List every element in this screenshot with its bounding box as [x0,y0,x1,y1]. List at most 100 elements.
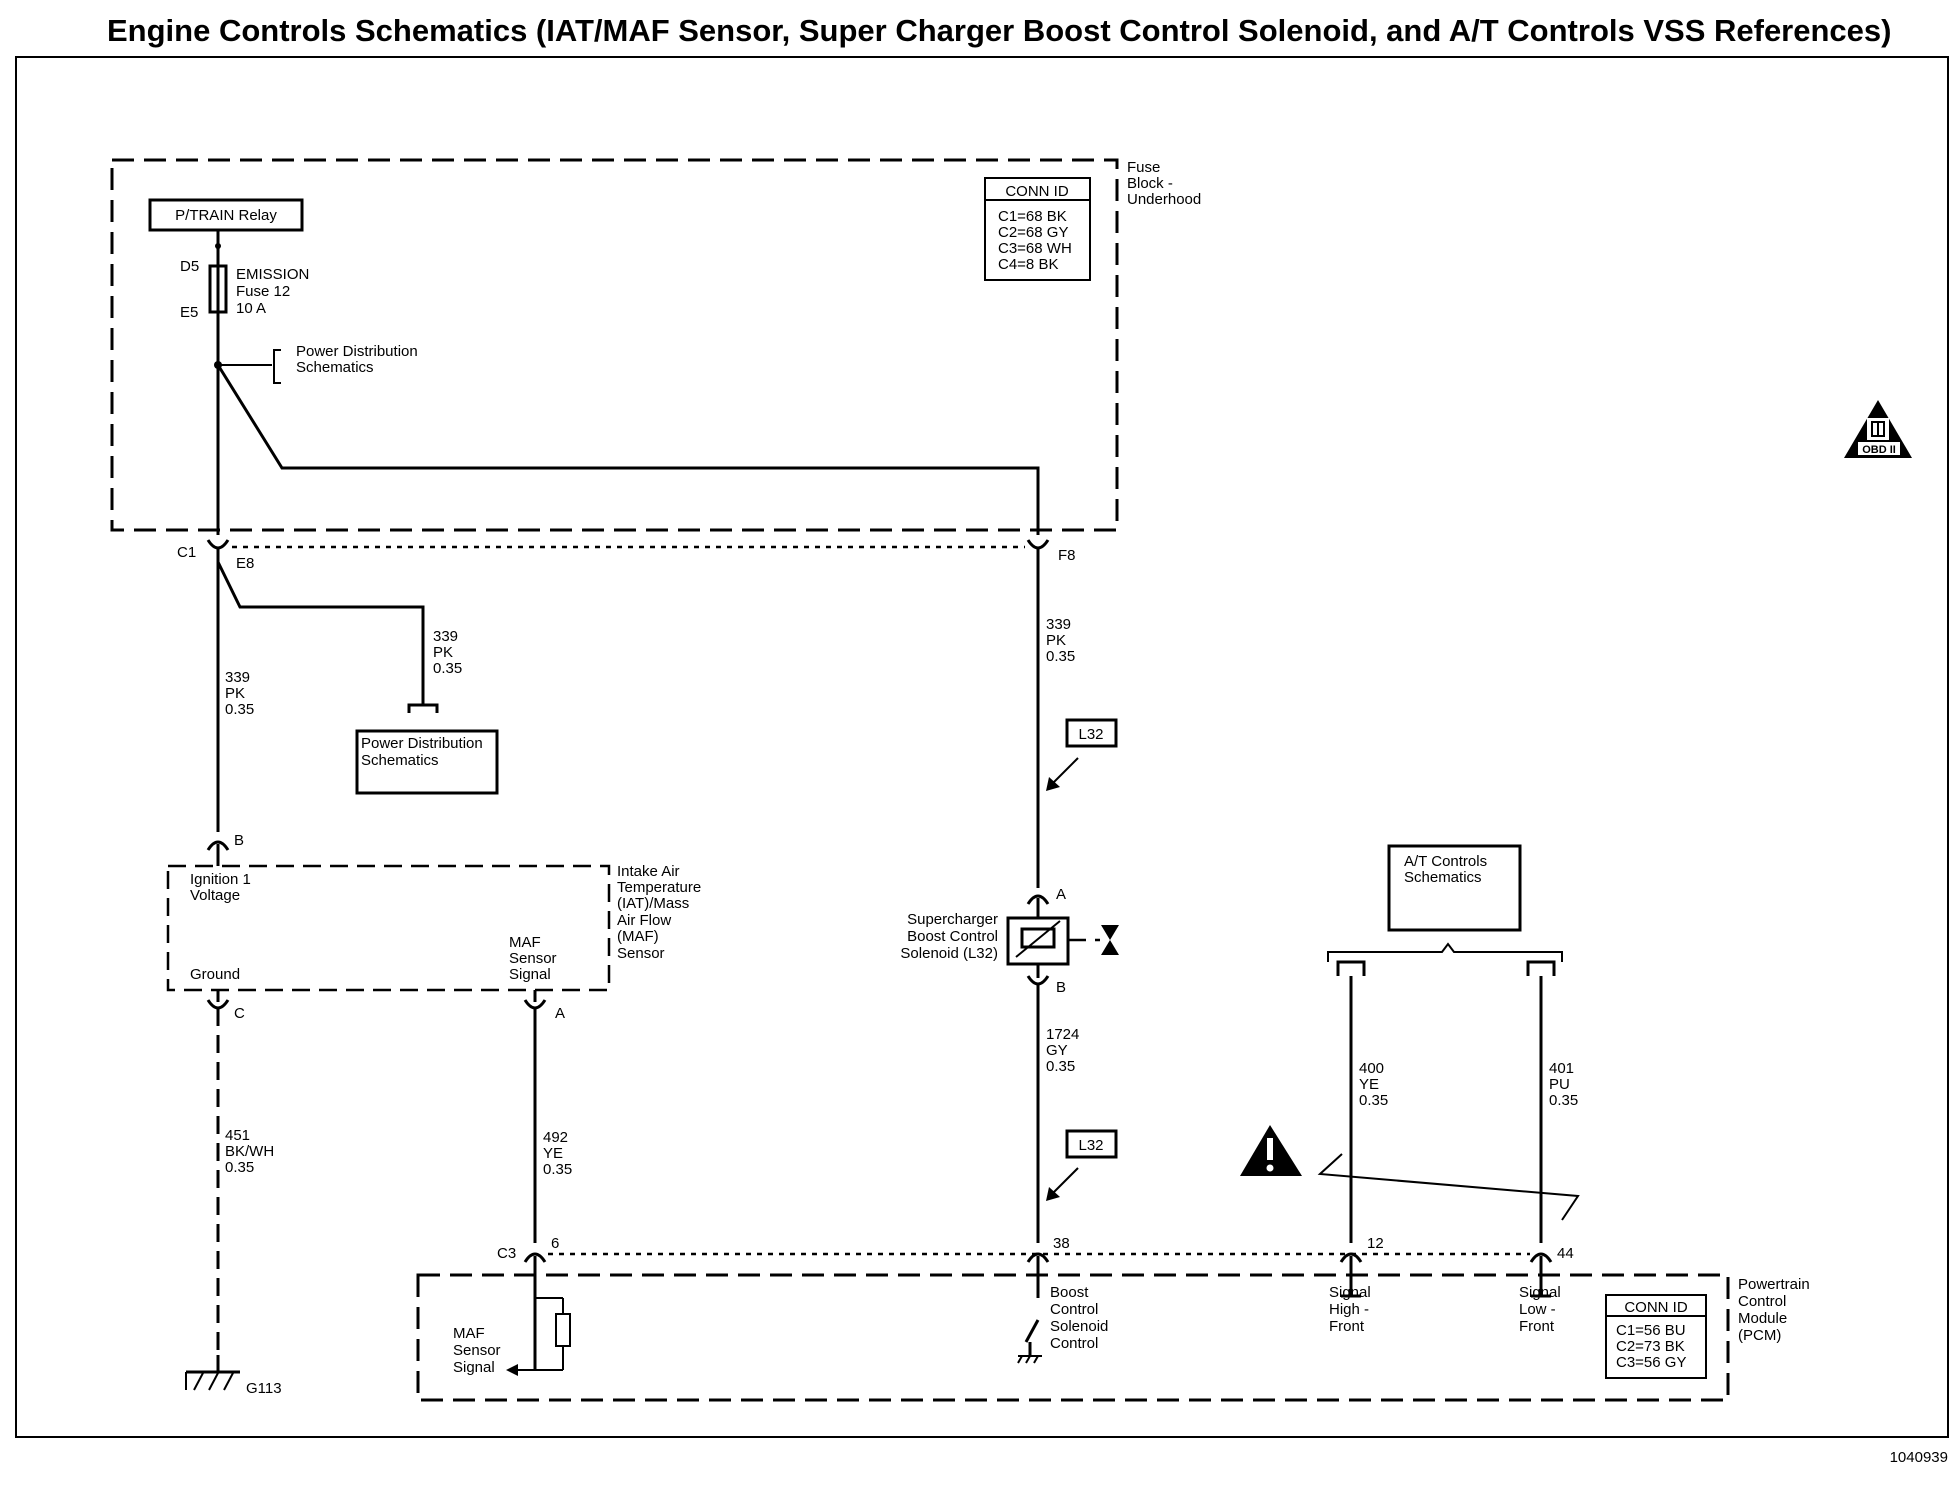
pcm-boost-control-label: Boost Control Solenoid Control [1050,1284,1108,1352]
svg-text:Power Distribution: Power Distribution [296,343,418,360]
solenoid-pin-b: B [1026,964,1066,996]
svg-text:1724: 1724 [1046,1026,1079,1043]
svg-text:0.35: 0.35 [1046,648,1075,665]
svg-text:F8: F8 [1058,547,1076,564]
at-controls-conn-right [1526,960,1556,1243]
svg-text:Control: Control [1050,1301,1098,1318]
svg-text:Solenoid: Solenoid [1050,1318,1108,1335]
svg-text:0.35: 0.35 [225,701,254,718]
fuse-block-conn-id: CONN ID C1=68 BK C2=68 GY C3=68 WH C4=8 … [984,177,1091,281]
svg-text:PK: PK [1046,632,1066,649]
svg-text:B: B [234,832,244,849]
svg-text:Control: Control [1738,1293,1786,1310]
svg-text:Boost: Boost [1050,1284,1089,1301]
svg-text:6: 6 [551,1235,559,1252]
svg-text:BK/WH: BK/WH [225,1143,274,1160]
solenoid-symbol [1006,916,1100,966]
pcm-pin-44: 44 [1529,1245,1574,1280]
svg-text:Fuse: Fuse [1127,159,1160,176]
svg-text:Underhood: Underhood [1127,191,1201,208]
fuse-pin-e5: E5 [180,304,198,321]
svg-text:Boost Control: Boost Control [907,928,998,945]
pcm-outline [416,1273,1730,1402]
pcm-name: Powertrain Control Module (PCM) [1738,1276,1810,1344]
svg-text:Intake Air: Intake Air [617,863,680,880]
svg-text:C4=8 BK: C4=8 BK [998,256,1058,273]
svg-text:PK: PK [433,644,453,661]
svg-text:Sensor: Sensor [617,945,665,962]
ground-label: Ground [190,966,240,983]
svg-text:492: 492 [543,1129,568,1146]
svg-text:Ignition 1: Ignition 1 [190,871,251,888]
svg-text:Sensor: Sensor [453,1342,501,1359]
svg-text:A: A [1056,886,1066,903]
fuse-block-outline [110,158,1119,532]
svg-text:Supercharger: Supercharger [907,911,998,928]
pcm-pin-38: 38 [1026,1235,1070,1280]
svg-text:EMISSION: EMISSION [236,266,309,283]
pcm-pin-12: 12 [1339,1235,1384,1280]
svg-text:0.35: 0.35 [1359,1092,1388,1109]
pcm-maf-circuit [506,1280,571,1376]
svg-text:C3: C3 [497,1245,516,1262]
fuse-symbol [208,246,228,330]
fuse-block-name: Fuse Block - Underhood [1127,159,1201,208]
svg-text:C1: C1 [177,544,196,561]
svg-text:YE: YE [1359,1076,1379,1093]
iat-maf-pin-b: B [206,832,244,866]
svg-text:Signal: Signal [1519,1284,1561,1301]
svg-text:Air Flow: Air Flow [617,912,671,929]
connector-f8: F8 [1026,539,1076,564]
wire-339-label-right: 339 PK 0.35 [1046,616,1075,665]
page-title: Engine Controls Schematics (IAT/MAF Sens… [107,13,1891,48]
svg-text:Module: Module [1738,1310,1787,1327]
svg-text:C3=68 WH: C3=68 WH [998,240,1072,257]
svg-text:0.35: 0.35 [543,1161,572,1178]
svg-text:44: 44 [1557,1245,1574,1262]
svg-text:Control: Control [1050,1335,1098,1352]
svg-text:339: 339 [433,628,458,645]
svg-text:GY: GY [1046,1042,1068,1059]
svg-text:CONN ID: CONN ID [1005,183,1069,200]
svg-text:C2=73 BK: C2=73 BK [1616,1338,1685,1355]
svg-text:L32: L32 [1078,726,1103,743]
svg-text:339: 339 [1046,616,1071,633]
svg-text:C1=56 BU: C1=56 BU [1616,1322,1686,1339]
iat-maf-sensor-name: Intake Air Temperature (IAT)/Mass Air Fl… [617,863,701,962]
svg-text:L32: L32 [1078,1137,1103,1154]
figure-id: 1040939 [1890,1449,1948,1466]
svg-text:A/T Controls: A/T Controls [1404,853,1487,870]
svg-text:E8: E8 [236,555,254,572]
svg-text:C2=68 GY: C2=68 GY [998,224,1068,241]
wire-400-label: 400 YE 0.35 [1359,1060,1388,1109]
svg-text:Front: Front [1519,1318,1555,1335]
svg-text:400: 400 [1359,1060,1384,1077]
ground-g113: G113 [246,1380,282,1397]
power-distribution-box: Power Distribution Schematics [355,729,499,795]
wire-1724-label: 1724 GY 0.35 [1046,1026,1079,1075]
svg-text:Schematics: Schematics [1404,869,1482,886]
twisted-pair-marker [1317,1153,1580,1221]
svg-text:PK: PK [225,685,245,702]
connector-c1-e8: C1 E8 [177,539,254,572]
iat-maf-pin-a: A [523,990,565,1022]
svg-text:CONN ID: CONN ID [1624,1299,1688,1316]
pcm-conn-id: CONN ID C1=56 BU C2=73 BK C3=56 GY [1605,1294,1707,1379]
svg-text:MAF: MAF [453,1325,485,1342]
wire-492-label: 492 YE 0.35 [543,1129,572,1178]
svg-text:C1=68 BK: C1=68 BK [998,208,1067,225]
svg-text:Front: Front [1329,1318,1365,1335]
solenoid-pin-a: A [1026,886,1066,918]
pcm-maf-signal-label: MAF Sensor Signal [453,1325,501,1376]
svg-text:Schematics: Schematics [296,359,374,376]
fuse-pin-d5: D5 [180,258,199,275]
wire-339-branch-label: 339 PK 0.35 [433,628,462,677]
svg-text:Block -: Block - [1127,175,1173,192]
svg-text:10 A: 10 A [236,300,266,317]
svg-text:B: B [1056,979,1066,996]
svg-text:Voltage: Voltage [190,887,240,904]
svg-text:451: 451 [225,1127,250,1144]
iat-maf-sensor-outline [166,864,611,992]
ignition-voltage-label: Ignition 1 Voltage [190,871,251,904]
svg-text:OBD II: OBD II [1862,444,1896,456]
